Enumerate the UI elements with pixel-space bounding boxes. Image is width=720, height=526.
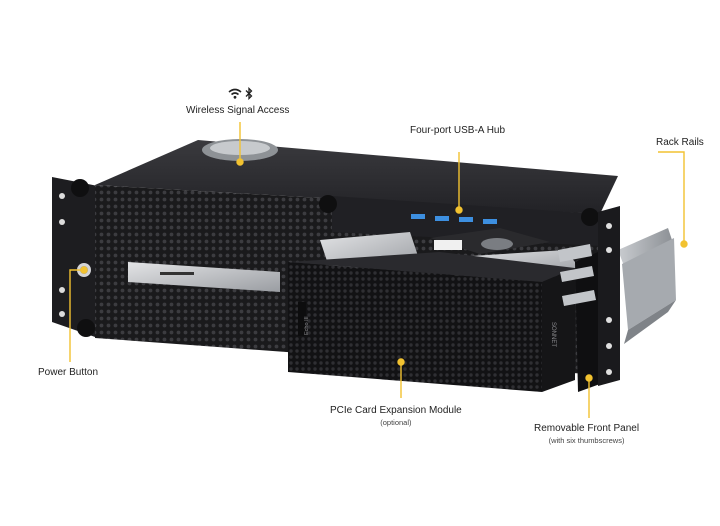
rack-ear-left [52,177,98,338]
front-panel-label-text: Removable Front Panel [534,423,640,434]
usb-hub [411,214,497,224]
callout-lines [69,122,688,418]
mac-mini-front [128,262,280,292]
pcie-expansion-module [288,252,575,392]
usb-port[interactable] [411,214,425,219]
usb-callout-label: Four-port USB-A Hub [410,125,506,136]
module-label: Echo III [304,316,310,335]
rack-rail [618,228,676,344]
power-button-callout-label: Power Button [38,367,99,378]
usb-port[interactable] [435,216,449,221]
pcie-label-sub: (optional) [380,418,412,427]
pcie-callout-label: PCIe Card Expansion Module (optional) [330,405,462,427]
front-panel-callout-label: Removable Front Panel (with six thumbscr… [534,423,639,445]
wireless-callout-label: Wireless Signal Access [186,105,290,116]
rack-ear-right [598,206,620,386]
rack-rails-callout-label: Rack Rails [656,137,704,148]
usb-port[interactable] [483,219,497,224]
usb-port[interactable] [459,217,473,222]
brand-label: SONNET [550,322,556,348]
removable-front-panel [558,244,600,392]
wifi-icon [228,88,242,99]
bluetooth-icon [245,87,253,100]
pcie-label-text: PCIe Card Expansion Module [330,405,462,416]
front-panel-label-sub: (with six thumbscrews) [548,436,625,445]
